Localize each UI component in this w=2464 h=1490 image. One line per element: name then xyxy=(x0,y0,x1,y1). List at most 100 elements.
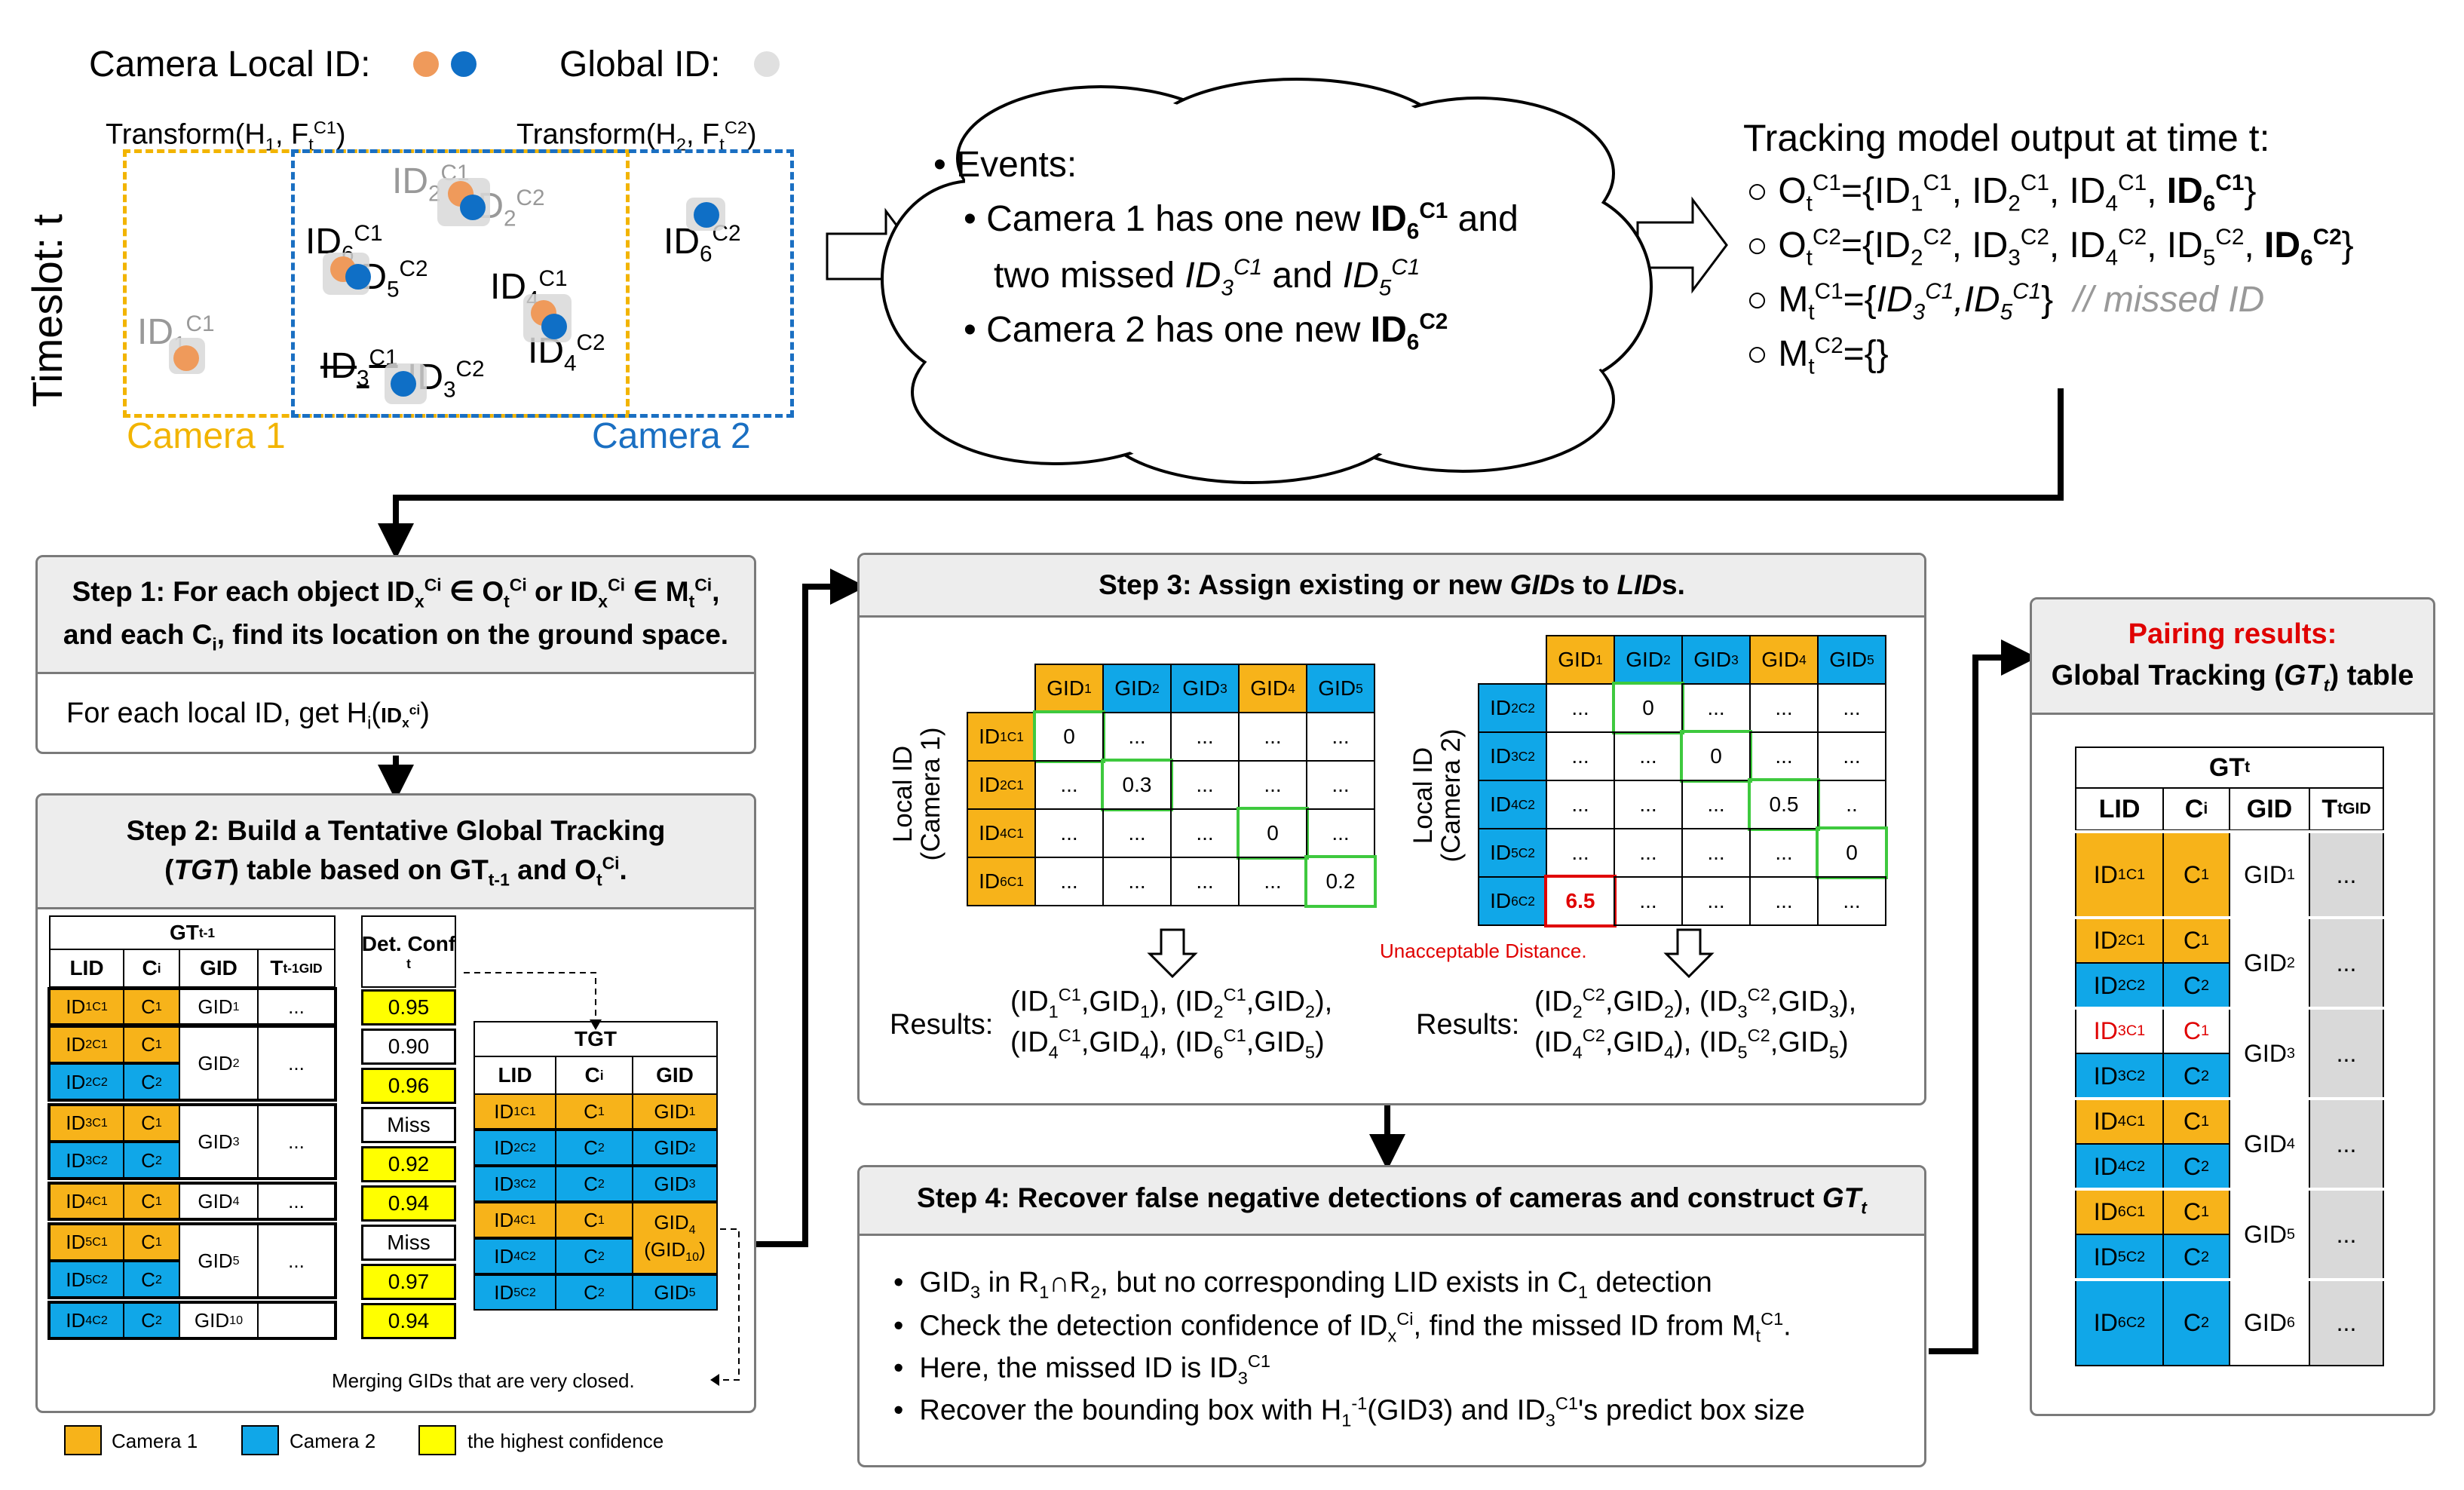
legend-camera-2-swatch xyxy=(241,1425,279,1455)
step-4-panel: Step 4: Recover false negative detection… xyxy=(857,1165,1926,1467)
gt-prev-col-lid: LID xyxy=(49,949,124,988)
tgt-col-gid: GID xyxy=(632,1056,718,1095)
legend-camera-2-label: Camera 2 xyxy=(290,1430,376,1452)
gt-t-cell: ... xyxy=(2309,917,2384,1009)
matrix-cell: ... xyxy=(1238,712,1307,762)
events-cloud xyxy=(881,78,1653,484)
matrix-cell: ... xyxy=(1546,780,1615,829)
matrix-reject-highlight xyxy=(1544,875,1617,927)
gt-group-border xyxy=(2073,916,2386,1010)
results-right-line-1: (ID2C2,GID2), (ID3C2,GID3), xyxy=(1534,985,1857,1022)
matrix-cell: ... xyxy=(1102,808,1172,858)
det-conf-cell: 0.97 xyxy=(361,1264,456,1300)
step-4-header: Step 4: Recover false negative detection… xyxy=(860,1167,1924,1236)
legend-camera-1-label: Camera 1 xyxy=(112,1430,198,1452)
gt-prev-group-border xyxy=(48,987,337,1026)
output-title: Tracking model output at time t: xyxy=(1743,117,2270,159)
transform-1-label: Transform(H1, FtC1) xyxy=(106,118,346,155)
object-dot xyxy=(694,202,719,228)
output-o-c2: ○ OtC2={ID2C2, ID3C2, ID4C2, ID5C2, ID6C… xyxy=(1746,225,2354,271)
step-1-title-line-1: Step 1: For each object IDxCi ∈ OtCi or … xyxy=(72,575,720,612)
output-m-c1: ○ MtC1={ID3C1,ID5C1} // missed ID xyxy=(1746,279,2265,325)
step-1-panel: Step 1: For each object IDxCi ∈ OtCi or … xyxy=(35,555,756,754)
gt-t-cell: ... xyxy=(2309,1279,2384,1366)
merge-dashed-arrow xyxy=(710,1228,740,1386)
results-left-line-1: (ID1C1,GID1), (ID2C1,GID2), xyxy=(1010,985,1333,1022)
gt-group-border xyxy=(2073,830,2386,919)
events-line-1: • Camera 1 has one new ID6C1 and xyxy=(964,198,1519,244)
merge-note: Merging GIDs that are very closed. xyxy=(332,1369,635,1392)
matrix-cell: ... xyxy=(1681,828,1751,878)
tgt-gid-merged-cell: GID4(GID10) xyxy=(632,1202,718,1274)
matrix-cell: ... xyxy=(1170,808,1240,858)
pairing-header: Pairing results: Global Tracking (GTt) t… xyxy=(2032,599,2433,715)
output-m-c2: ○ MtC2={} xyxy=(1746,333,1889,379)
events-title: • Events: xyxy=(933,145,1077,185)
step-4-bullet-2: • Check the detection confidence of IDxC… xyxy=(893,1309,1791,1346)
matrix-match-highlight xyxy=(1816,826,1888,879)
step-1-body: For each local ID, get Hi(IDxci) xyxy=(66,697,430,733)
unacceptable-label: Unacceptable Distance. xyxy=(1380,940,1587,962)
step-1-title-line-2: and each Ci, find its location on the gr… xyxy=(63,619,729,655)
matrix-cell: ... xyxy=(1238,857,1307,906)
gt-group-border xyxy=(2073,1097,2386,1191)
matrix-match-highlight xyxy=(1237,807,1309,860)
step-2-title-line-1: Step 2: Build a Tentative Global Trackin… xyxy=(126,814,666,846)
results-left-line-2: (ID4C1,GID4), (ID6C1,GID5) xyxy=(1010,1026,1325,1062)
det-conf-cell: Miss xyxy=(361,1225,456,1261)
gt-col-gid: GID xyxy=(2229,787,2310,831)
global-id-dot xyxy=(754,51,780,77)
step-1-header: Step 1: For each object IDxCi ∈ OtCi or … xyxy=(38,557,754,674)
camera-1-label: Camera 1 xyxy=(127,416,286,456)
gt-group-border xyxy=(2073,1278,2386,1367)
det-conf-cell: 0.90 xyxy=(361,1029,456,1065)
matrix-cell: ... xyxy=(1546,731,1615,781)
matrix-cell: ... xyxy=(1681,876,1751,926)
matrix-match-highlight xyxy=(1612,682,1684,734)
gt-prev-group-border xyxy=(48,1182,337,1221)
pairing-title: Global Tracking (GTt) table xyxy=(2051,660,2414,695)
object-dot xyxy=(345,264,371,290)
matrix-cell: ... xyxy=(1817,683,1886,733)
matrix-cell: ... xyxy=(1614,828,1683,878)
matrix-cell: ... xyxy=(1170,857,1240,906)
object-dot xyxy=(541,314,567,339)
object-dot xyxy=(460,195,486,220)
gt-t-cell: ... xyxy=(2309,831,2384,918)
step-3-left-axis-label: Local ID (Camera 1) xyxy=(888,727,945,861)
matrix-cell: ... xyxy=(1546,828,1615,878)
matrix-cell: ... xyxy=(1170,760,1240,810)
matrix-match-highlight xyxy=(1101,759,1173,811)
legend-local-label: Camera Local ID: xyxy=(89,44,371,84)
matrix-cell: ... xyxy=(1614,780,1683,829)
